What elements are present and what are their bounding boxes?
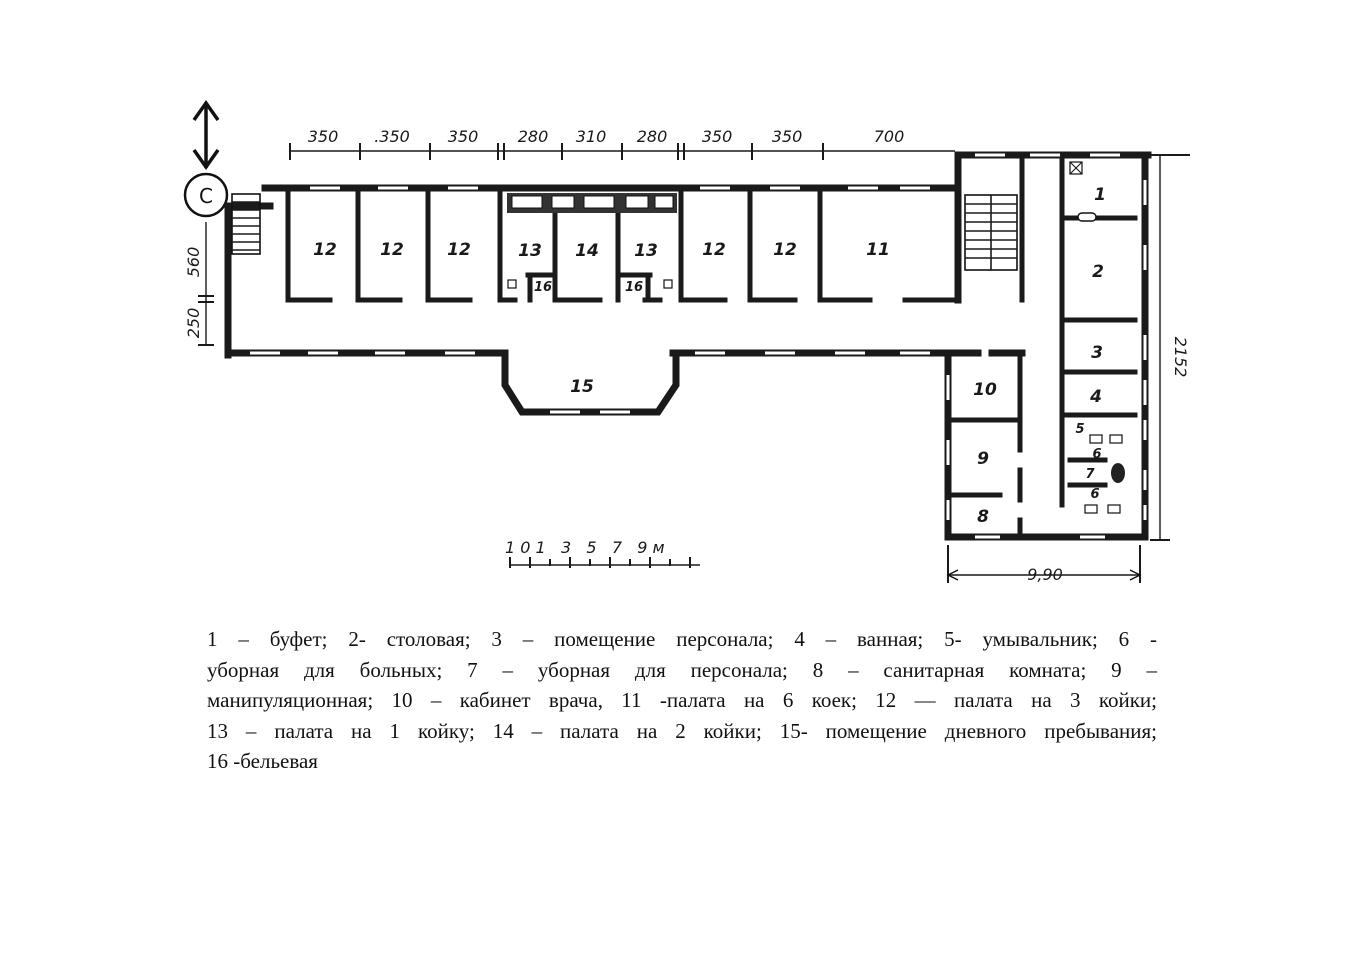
room-2: 2 bbox=[1092, 262, 1104, 282]
legend: 1 – буфет; 2- столовая; 3 – помещение пе… bbox=[207, 624, 1157, 777]
legend-line: 13 – палата на 1 койку; 14 – палата на 2… bbox=[207, 718, 1157, 743]
left-dimension-chain: 560 250 bbox=[184, 222, 214, 346]
room-14: 14 bbox=[575, 241, 599, 261]
room-12-c: 12 bbox=[447, 240, 471, 260]
room-16-a: 16 bbox=[534, 280, 552, 295]
room-12-b: 12 bbox=[380, 240, 404, 260]
scale-bar-label: 1 0 1 3 5 7 9 м bbox=[505, 538, 665, 557]
room-5: 5 bbox=[1075, 422, 1084, 437]
dim-top-7: 350 bbox=[702, 127, 733, 146]
north-marker-label: С bbox=[199, 184, 213, 208]
room-13-a: 13 bbox=[518, 241, 542, 261]
dim-top-8: 350 bbox=[772, 127, 803, 146]
dim-top-4: 280 bbox=[518, 127, 549, 146]
interior-walls bbox=[285, 152, 1138, 540]
bottom-dimension: 9,90 bbox=[946, 545, 1142, 584]
room-13-b: 13 bbox=[634, 241, 658, 261]
room-1: 1 bbox=[1094, 185, 1106, 205]
room-8: 8 bbox=[977, 507, 989, 527]
room-12-e: 12 bbox=[773, 240, 797, 260]
room-6-b: 6 bbox=[1090, 487, 1099, 502]
legend-line: манипуляционная; 10 – кабинет врача, 11 … bbox=[207, 688, 1157, 712]
scale-bar: 1 0 1 3 5 7 9 м bbox=[505, 538, 700, 568]
room-15: 15 bbox=[570, 377, 594, 397]
room-16-b: 16 bbox=[625, 280, 643, 295]
dim-top-3: 350 bbox=[448, 127, 479, 146]
room-6-a: 6 bbox=[1092, 447, 1101, 462]
legend-line: 16 -бельевая bbox=[207, 749, 318, 773]
right-dimension: 2152 bbox=[1150, 154, 1190, 541]
room-10: 10 bbox=[973, 380, 997, 400]
room-9: 9 bbox=[977, 449, 989, 469]
legend-line: 1 – буфет; 2- столовая; 3 – помещение пе… bbox=[207, 627, 1157, 651]
room-7: 7 bbox=[1085, 467, 1095, 482]
legend-line: уборная для больных; 7 – уборная для пер… bbox=[207, 657, 1157, 682]
room-12-d: 12 bbox=[702, 240, 726, 260]
dim-left-2: 250 bbox=[184, 308, 203, 339]
room-3: 3 bbox=[1091, 343, 1103, 363]
dim-top-6: 280 bbox=[637, 127, 668, 146]
dim-top-9: 700 bbox=[874, 127, 905, 146]
fixture-block-icon bbox=[507, 193, 677, 213]
room-12-a: 12 bbox=[313, 240, 337, 260]
dim-bottom: 9,90 bbox=[1027, 565, 1063, 584]
room-4: 4 bbox=[1089, 387, 1102, 407]
stair-left-icon bbox=[231, 193, 261, 255]
dim-top-5: 310 bbox=[576, 127, 607, 146]
dim-top-1: 350 bbox=[308, 127, 339, 146]
north-arrow-icon: С bbox=[183, 99, 229, 218]
dim-top-2: .350 bbox=[374, 127, 410, 146]
top-dimension-chain: 350 .350 350 280 310 280 350 350 700 bbox=[289, 127, 955, 160]
dim-left-1: 560 bbox=[184, 247, 203, 278]
dim-right: 2152 bbox=[1171, 337, 1190, 378]
window-marks bbox=[250, 153, 1147, 539]
room-11: 11 bbox=[866, 240, 890, 260]
room-labels: 12 12 12 13 14 13 12 12 11 16 16 15 1 2 … bbox=[313, 185, 1106, 527]
sanitary-fixtures-icon bbox=[507, 161, 1125, 514]
floor-plan: С 350 .350 350 280 310 280 350 350 700 5… bbox=[183, 99, 1190, 584]
stair-right-icon bbox=[964, 194, 1018, 271]
